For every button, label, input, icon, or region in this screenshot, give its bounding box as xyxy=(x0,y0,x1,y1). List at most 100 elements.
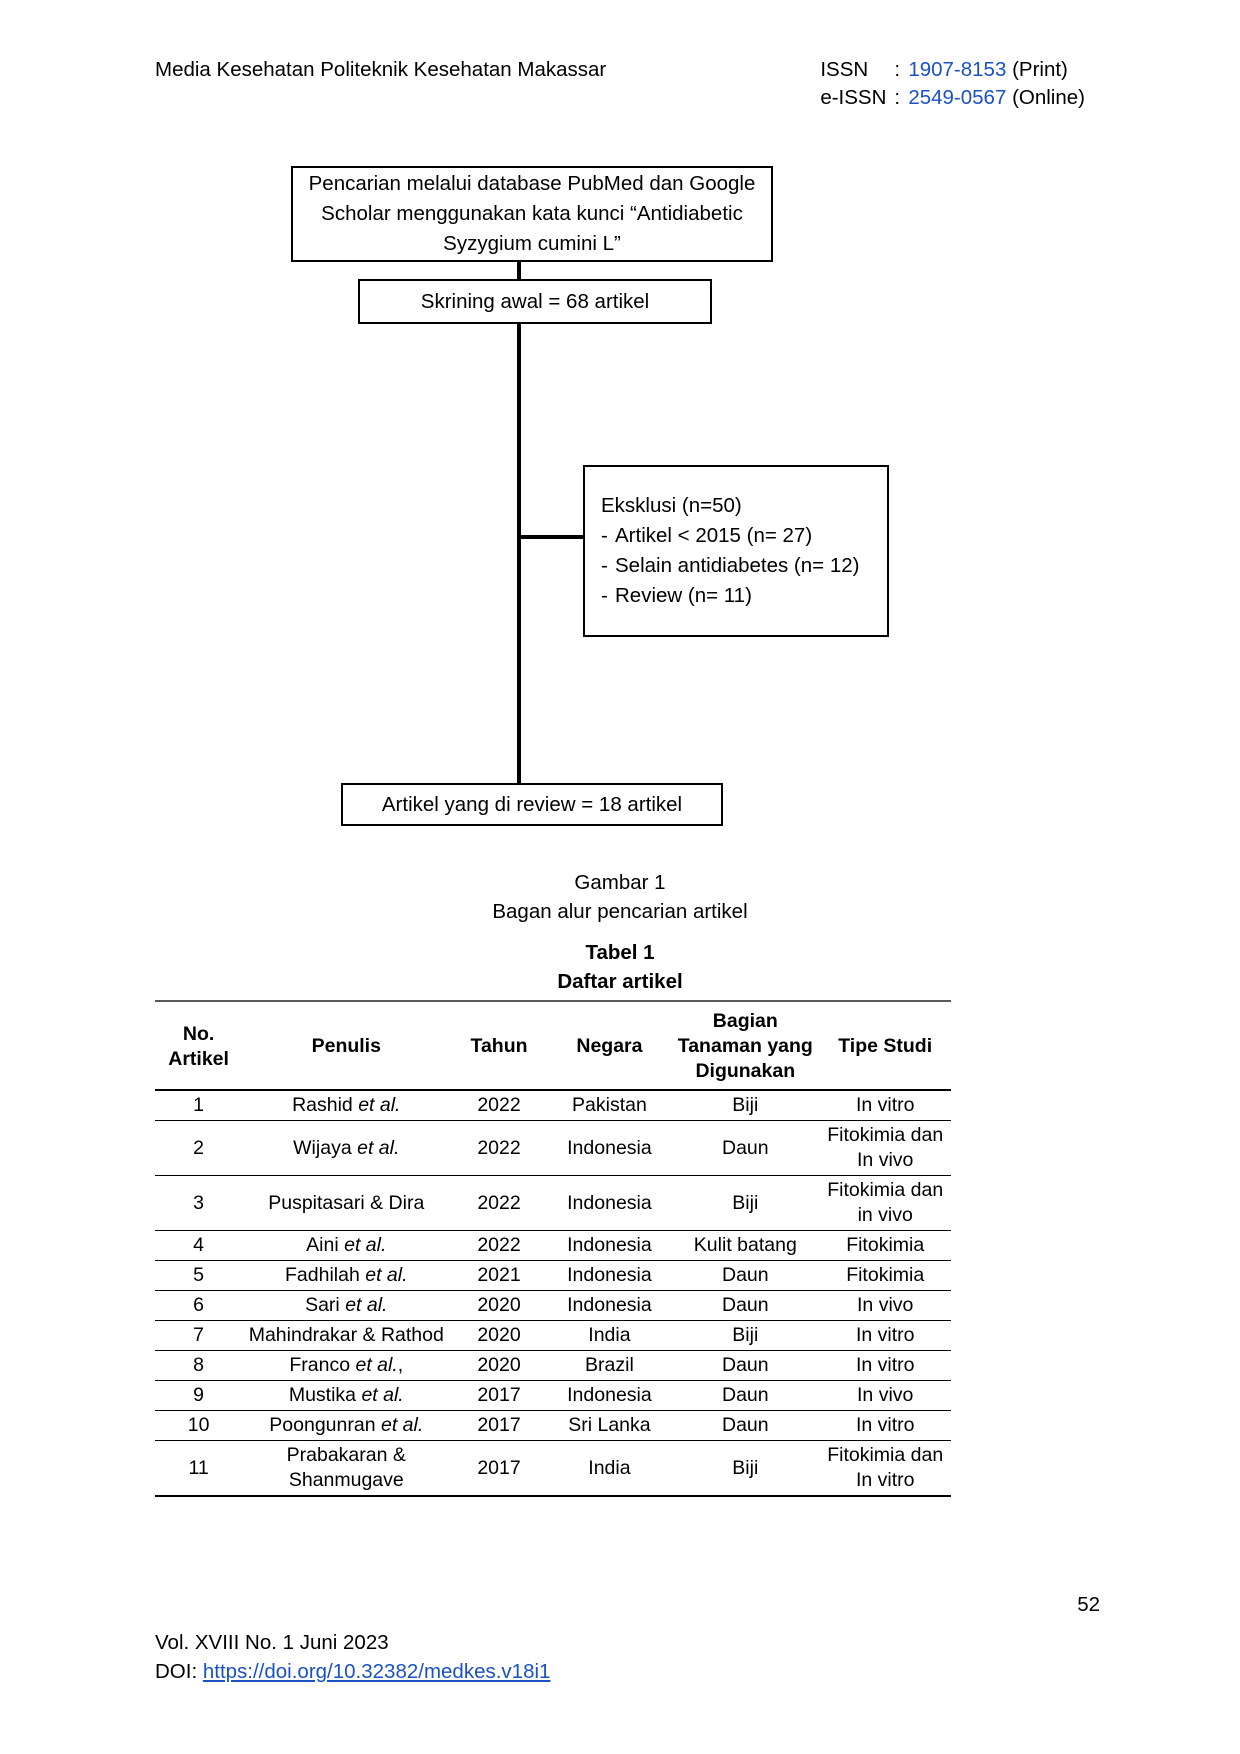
cell-tahun: 2017 xyxy=(477,1414,521,1436)
article-search-flowchart: Pencarian melalui database PubMed dan Go… xyxy=(291,166,889,826)
page-header: Media Kesehatan Politeknik Kesehatan Mak… xyxy=(155,56,1085,112)
cell-tipe-studi: In vivo xyxy=(857,1294,914,1316)
penulis-etal: et al. xyxy=(355,1354,398,1376)
article-table: No. Artikel Penulis Tahun Negara Bagian … xyxy=(155,1000,951,1497)
cell-penulis: Rashid et al. xyxy=(242,1090,450,1121)
cell-penulis: Poongunran et al. xyxy=(242,1411,450,1441)
penulis-etal: et al. xyxy=(345,1294,388,1316)
cell-tahun: 2022 xyxy=(477,1191,521,1214)
penulis-name: Rashid xyxy=(292,1094,359,1116)
issn-online-row: e-ISSN : 2549-0567 (Online) xyxy=(820,84,1085,112)
issn-print-colon: : xyxy=(894,58,901,81)
cell-negara: Indonesia xyxy=(567,1136,652,1159)
exclusion-title: Eksklusi (n=50) xyxy=(601,494,742,517)
cell-negara: India xyxy=(588,1456,631,1479)
cell-bagian-tanaman: Daun xyxy=(721,1384,769,1406)
doi-label: DOI: xyxy=(155,1660,203,1683)
column-header-no-artikel-line-1: Artikel xyxy=(168,1047,229,1070)
flow-connector-to-exclusion xyxy=(517,535,585,539)
cell-bagian-tanaman: Biji xyxy=(732,1456,759,1479)
figure-caption: Gambar 1 Bagan alur pencarian artikel xyxy=(0,868,1240,926)
exclusion-item-2: -Review (n= 11) xyxy=(601,581,887,611)
cell-penulis: Sari et al. xyxy=(242,1291,450,1321)
article-table-wrapper: No. Artikel Penulis Tahun Negara Bagian … xyxy=(155,1000,951,1497)
flow-box-reviewed-label: Artikel yang di review = 18 artikel xyxy=(381,792,683,816)
cell-no-artikel: 3 xyxy=(193,1191,205,1214)
cell-negara: Indonesia xyxy=(567,1264,652,1286)
cell-no-artikel: 1 xyxy=(193,1094,205,1116)
issn-online-number: 2549-0567 xyxy=(908,86,1007,109)
issn-print-row: ISSN : 1907-8153 (Print) xyxy=(820,56,1085,84)
doi-link[interactable]: https://doi.org/10.32382/medkes.v18i1 xyxy=(202,1660,551,1683)
penulis-etal: et al. xyxy=(357,1136,400,1159)
cell-penulis: Mustika et al. xyxy=(242,1381,450,1411)
table-row: 10 Poongunran et al. 2017 Sri Lanka Daun In v… xyxy=(155,1411,951,1441)
cell-tipe-studi: Fitokimia dan in vivo xyxy=(827,1179,944,1226)
cell-bagian-tanaman: Biji xyxy=(732,1324,759,1346)
penulis-etal: et al. xyxy=(358,1094,401,1116)
journal-title: Media Kesehatan Politeknik Kesehatan Mak… xyxy=(155,58,607,81)
volume-info: Vol. XVIII No. 1 Juni 2023 xyxy=(155,1631,389,1654)
cell-bagian-tanaman: Biji xyxy=(732,1191,759,1214)
cell-tahun: 2017 xyxy=(477,1456,521,1479)
cell-tahun: 2022 xyxy=(477,1094,521,1116)
cell-penulis: Mahindrakar & Rathod xyxy=(242,1321,450,1351)
column-header-negara: Negara xyxy=(576,1035,643,1057)
cell-no-artikel: 6 xyxy=(193,1294,205,1316)
cell-no-artikel: 5 xyxy=(193,1264,205,1286)
cell-penulis: Fadhilah et al. xyxy=(242,1261,450,1291)
flow-connector-search-to-screening xyxy=(517,262,521,280)
cell-penulis: Wijaya et al. xyxy=(242,1121,450,1176)
cell-tipe-studi: In vivo xyxy=(857,1384,914,1406)
penulis-etal: et al. xyxy=(365,1264,408,1286)
cell-negara: Indonesia xyxy=(567,1191,652,1214)
cell-tipe-studi: In vitro xyxy=(855,1354,915,1376)
cell-tipe-studi: In vitro xyxy=(855,1414,915,1436)
exclusion-item-0: -Artikel < 2015 (n= 27) xyxy=(601,521,887,551)
cell-tahun: 2017 xyxy=(477,1384,521,1406)
cell-penulis: Franco et al., xyxy=(242,1351,450,1381)
column-header-bagian-line-2: Digunakan xyxy=(695,1060,796,1082)
exclusion-item-1: -Selain antidiabetes (n= 12) xyxy=(601,551,887,581)
exclusion-dash-2: - xyxy=(601,584,608,607)
exclusion-item-2-label: Review (n= 11) xyxy=(615,584,752,607)
cell-bagian-tanaman: Daun xyxy=(721,1294,769,1316)
flow-box-exclusion: Eksklusi (n=50) -Artikel < 2015 (n= 27) … xyxy=(583,465,889,637)
flow-box-search-label: Pencarian melalui database PubMed dan Go… xyxy=(308,172,756,255)
flow-box-screening-label: Skrining awal = 68 artikel xyxy=(420,289,650,313)
column-header-bagian-line-1: Tanaman yang xyxy=(677,1035,813,1057)
cell-negara: Indonesia xyxy=(567,1384,652,1406)
penulis-name: Franco xyxy=(289,1354,356,1376)
penulis-name: Aini xyxy=(306,1234,345,1256)
cell-tahun: 2022 xyxy=(477,1234,521,1256)
column-header-no-artikel: No. Artikel xyxy=(155,1001,242,1090)
cell-negara: Indonesia xyxy=(567,1294,652,1316)
penulis-name: Poongunran xyxy=(269,1414,381,1436)
table-header-row: No. Artikel Penulis Tahun Negara Bagian … xyxy=(155,1001,951,1090)
issn-print-label: ISSN xyxy=(820,58,869,81)
penulis-name: Puspitasari & Dira xyxy=(268,1191,425,1214)
cell-tipe-studi: Fitokimia dan In vitro xyxy=(827,1444,944,1491)
cell-bagian-tanaman: Daun xyxy=(721,1136,769,1159)
cell-negara: Indonesia xyxy=(567,1234,652,1256)
issn-online-colon: : xyxy=(894,86,901,109)
cell-negara: Sri Lanka xyxy=(568,1414,651,1436)
cell-tahun: 2022 xyxy=(477,1136,521,1159)
table-header: No. Artikel Penulis Tahun Negara Bagian … xyxy=(155,1001,951,1090)
table-row: 3 Puspitasari & Dira 2022 Indonesia Biji Fito… xyxy=(155,1176,951,1231)
column-header-no-artikel-line-0: No. xyxy=(182,1022,215,1045)
figure-title: Bagan alur pencarian artikel xyxy=(492,900,748,923)
issn-print-number: 1907-8153 xyxy=(908,58,1007,81)
cell-bagian-tanaman: Daun xyxy=(721,1414,769,1436)
flow-box-reviewed: Artikel yang di review = 18 artikel xyxy=(341,783,723,826)
cell-no-artikel: 10 xyxy=(187,1414,210,1436)
penulis-name: Prabakaran & Shanmugave xyxy=(286,1444,406,1491)
cell-no-artikel: 2 xyxy=(193,1136,205,1159)
